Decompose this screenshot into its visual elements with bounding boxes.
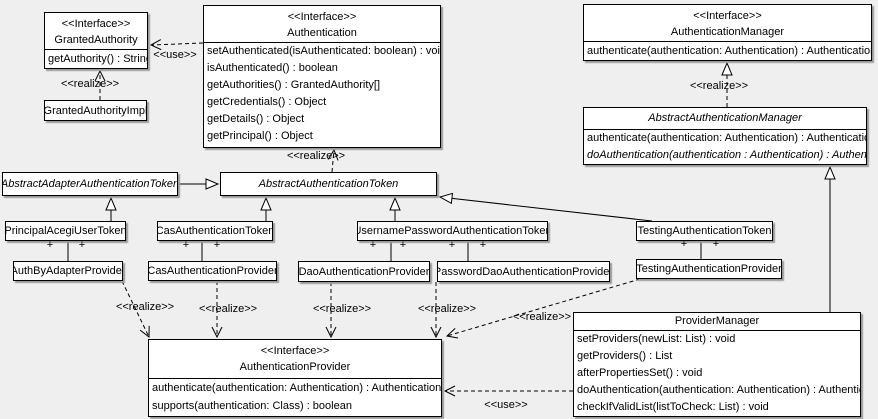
class-name: UsernamePasswordAuthenticationToken (357, 225, 548, 237)
method: doAuthentication(authentication: Authent… (577, 384, 861, 396)
class-name: GrantedAuthority (54, 34, 138, 46)
realize-label: <<realize>> (417, 303, 477, 315)
association-end-plus: + (78, 239, 86, 251)
class-granted-authority-impl: GrantedAuthorityImpl (44, 100, 147, 121)
class-header: <<Interface>> GrantedAuthority (45, 13, 147, 50)
class-name: AbstractAuthenticationManager (584, 108, 866, 130)
class-name: Authentication (287, 27, 357, 39)
association-end-plus: + (369, 239, 377, 251)
association-end-plus: + (46, 239, 54, 251)
method: supports(authentication: Class) : boolea… (152, 400, 352, 412)
association-end-plus: + (213, 239, 221, 251)
use-label: <<use>> (153, 49, 197, 61)
class-provider-manager: ProviderManager setProviders(newList: Li… (573, 312, 861, 417)
method: setAuthenticated(isAuthenticated: boolea… (207, 45, 441, 57)
class-name: CasAuthenticationToken (157, 225, 273, 237)
class-name: ProviderManager (574, 313, 860, 331)
method: isAuthenticated() : boolean (207, 62, 338, 74)
realize-label: <<realize>> (198, 303, 258, 315)
class-name: DaoAuthenticationProvider (298, 265, 430, 278)
use-authentication-to-granted-authority (149, 39, 204, 51)
association-end-plus: + (399, 239, 407, 251)
class-abstract-adapter-authentication-token: AbstractAdapterAuthenticationToken (2, 172, 178, 196)
realize-label: <<realize>> (60, 78, 120, 90)
class-name: AuthenticationManager (670, 26, 785, 38)
class-name: GrantedAuthorityImpl (44, 104, 147, 117)
class-dao-authentication-provider: DaoAuthenticationProvider (298, 261, 430, 282)
class-name: PasswordDaoAuthenticationProvider (437, 265, 610, 278)
association-end-plus: + (680, 238, 688, 250)
method: checkIfValidList(listToCheck: List) : vo… (577, 401, 769, 413)
realize-auth-by-adapter-provider (121, 280, 150, 339)
method: setProviders(newList: List) : void (577, 333, 736, 345)
realize-label: <<realize>> (115, 301, 175, 313)
stereotype-label: <<Interface>> (260, 345, 330, 357)
use-label: <<use>> (484, 399, 528, 411)
class-testing-authentication-provider: TestingAuthenticationProvider (636, 259, 782, 279)
method: getProviders() : List (577, 350, 673, 362)
class-auth-by-adapter-provider: AuthByAdapterProvider (13, 261, 123, 281)
stereotype-label: <<Interface>> (61, 18, 131, 30)
class-abstract-authentication-manager: AbstractAuthenticationManager authentica… (583, 107, 867, 165)
class-name: CasAuthenticationProvider (148, 265, 277, 277)
method: authenticate(authentication: Authenticat… (152, 382, 442, 394)
class-name: TestingAuthenticationProvider (636, 263, 782, 275)
class-cas-authentication-provider: CasAuthenticationProvider (148, 261, 277, 281)
realize-testing-authentication-provider (445, 278, 641, 339)
realize-label: <<realize>> (689, 80, 749, 92)
stereotype-label: <<Interface>> (693, 10, 762, 22)
class-authentication-manager: <<Interface>> AuthenticationManager auth… (583, 4, 872, 61)
class-header: <<Interface>> AuthenticationProvider (149, 340, 441, 379)
method: getPrincipal() : Object (207, 130, 313, 142)
method: getCredentials() : Object (207, 96, 327, 108)
generalization-testing-authentication-token (438, 192, 653, 222)
class-name: AbstractAuthenticationToken (258, 178, 399, 190)
association-end-plus: + (479, 239, 487, 251)
class-cas-authentication-token: CasAuthenticationToken (157, 221, 273, 241)
class-abstract-authentication-token: AbstractAuthenticationToken (220, 172, 437, 196)
class-header: <<Interface>> Authentication (204, 6, 440, 43)
class-name: PrincipalAcegiUserToken (5, 225, 126, 237)
method: getDetails() : Object (207, 113, 305, 125)
class-authentication: <<Interface>> Authentication setAuthenti… (203, 5, 441, 148)
method: doAuthentication(authentication : Authen… (587, 149, 867, 161)
association-end-plus: + (448, 239, 456, 251)
realize-label: <<realize>> (312, 303, 372, 315)
class-name: AbstractAdapterAuthenticationToken (2, 178, 178, 190)
class-name: AuthenticationProvider (239, 361, 351, 373)
class-password-dao-authentication-provider: PasswordDaoAuthenticationProvider (437, 261, 610, 282)
class-granted-authority: <<Interface>> GrantedAuthority getAuthor… (44, 12, 148, 69)
realize-abstract-authentication-token (327, 148, 339, 173)
class-name: TestingAuthenticationToken (637, 225, 772, 237)
class-testing-authentication-token: TestingAuthenticationToken (636, 221, 773, 241)
class-username-password-authentication-token: UsernamePasswordAuthenticationToken (357, 221, 548, 241)
realize-label: <<realize>> (512, 311, 572, 323)
association-end-plus: + (182, 239, 190, 251)
class-name: AuthByAdapterProvider (13, 265, 123, 277)
class-authentication-provider: <<Interface>> AuthenticationProvider aut… (148, 339, 442, 417)
method: authenticate(authentication: Authenticat… (587, 45, 872, 57)
realize-label: <<realize>> (286, 150, 346, 162)
method: authenticate(authentication: Authenticat… (587, 132, 867, 144)
method: afterPropertiesSet() : void (577, 367, 703, 379)
class-header: <<Interface>> AuthenticationManager (584, 5, 871, 42)
association-end-plus: + (712, 238, 720, 250)
method: getAuthorities() : GrantedAuthority[] (207, 79, 381, 91)
stereotype-label: <<Interface>> (287, 11, 357, 23)
class-principal-acegi-user-token: PrincipalAcegiUserToken (5, 221, 126, 241)
method: getAuthority() : String (48, 53, 148, 65)
